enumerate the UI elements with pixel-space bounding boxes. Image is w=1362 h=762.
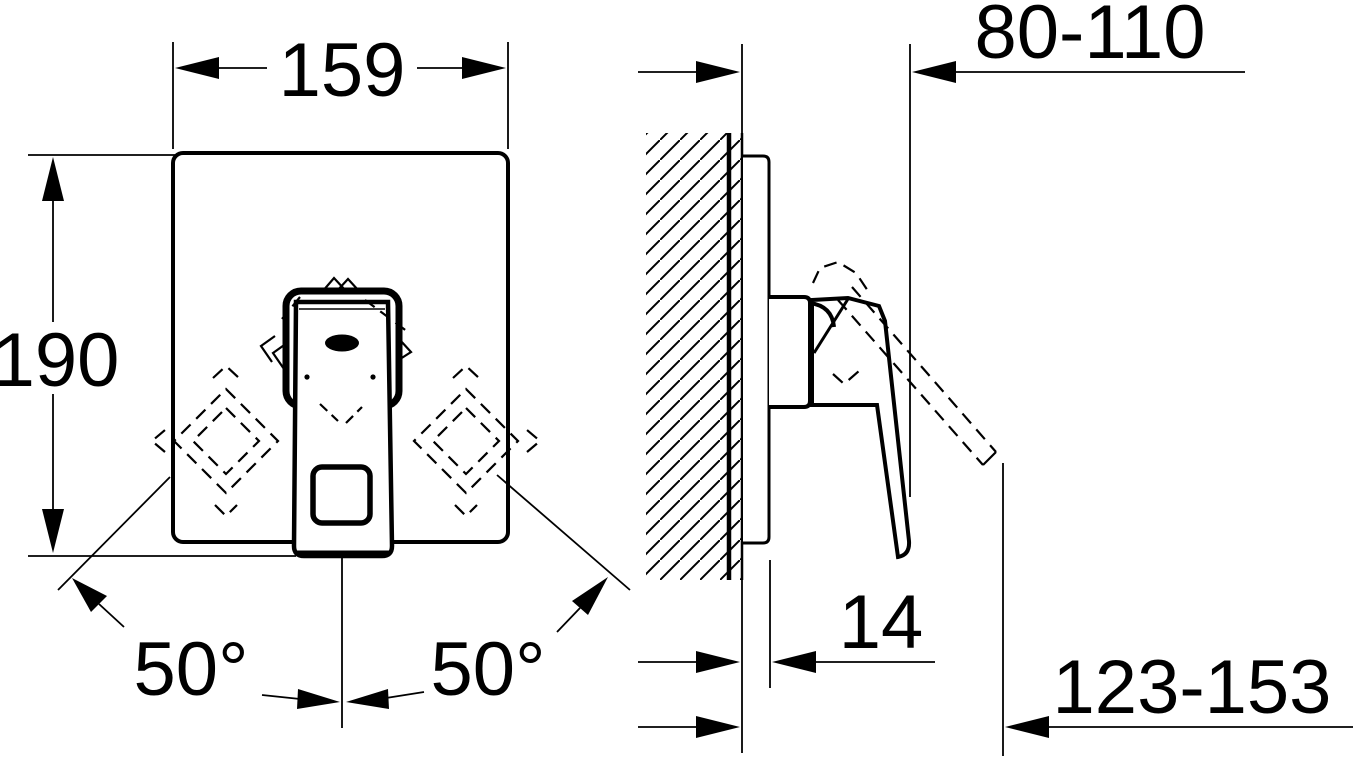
dim-wall-to-handle: 80-110: [638, 0, 1245, 83]
arrowhead: [696, 651, 740, 673]
grip-dot-right: [370, 374, 376, 380]
arrowhead: [175, 57, 219, 79]
plate-thickness-label: 14: [839, 580, 924, 665]
arrowhead: [1005, 716, 1049, 738]
side-view: 80-110 14 123-153: [638, 0, 1353, 756]
angle-line-left: [57, 476, 171, 591]
plate-width-label: 159: [279, 28, 406, 113]
dim-rotation-angles: 50° 50°: [72, 557, 608, 728]
arrowhead: [696, 61, 740, 83]
arrowhead: [912, 61, 956, 83]
arrowhead: [696, 716, 740, 738]
angle-left-label: 50°: [134, 627, 249, 712]
cover-plate-side: [743, 154, 771, 545]
wall-to-handle-label: 80-110: [974, 0, 1205, 75]
arrowhead: [772, 651, 816, 673]
plate-height-label: 190: [0, 318, 119, 403]
wall-to-lever-tip-label: 123-153: [1053, 645, 1332, 730]
front-view: 159 190 50° 50°: [0, 28, 631, 728]
grip-button: [310, 464, 373, 526]
dim-plate-height: 190: [0, 154, 296, 557]
wall-section: [646, 133, 744, 580]
rotated-handle-right: [412, 364, 542, 518]
dim-plate-thickness: 14: [638, 580, 935, 673]
dim-wall-to-lever-tip: 123-153: [638, 645, 1353, 738]
lever-handle-side: [809, 295, 912, 560]
arrowhead: [42, 157, 64, 201]
raised-handle-dashed: [812, 260, 997, 466]
rotation-indicator-marks: [259, 276, 413, 424]
arrowhead: [462, 57, 506, 79]
rotated-handle-left: [150, 364, 280, 518]
angle-line-right: [496, 474, 631, 591]
angle-right-label: 50°: [431, 627, 546, 712]
arrowhead: [42, 509, 64, 553]
cartridge-sleeve: [769, 295, 812, 409]
brand-logo: [325, 334, 359, 352]
dim-plate-width: 159: [172, 28, 509, 149]
grip-dot-left: [304, 374, 310, 380]
